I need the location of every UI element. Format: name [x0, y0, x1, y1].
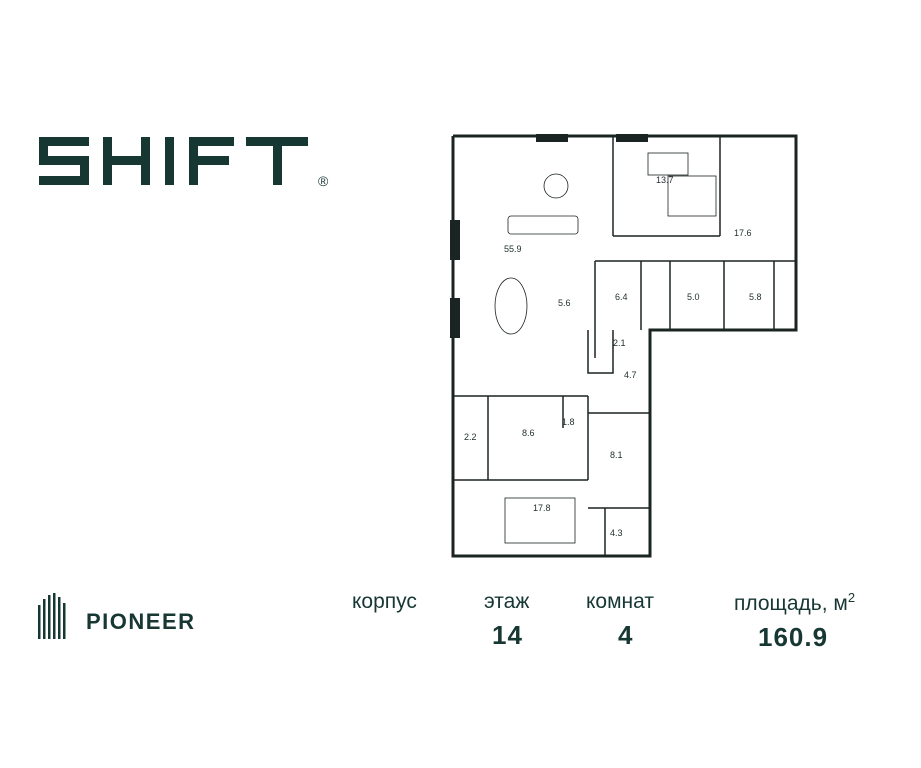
rooms-value: 4 [618, 620, 634, 650]
pioneer-logo-text: PIONEER [86, 609, 246, 634]
area-unit-sup: 2 [847, 590, 856, 605]
room-area-corridor: 4.7 [624, 370, 637, 380]
room-area-living: 55.9 [504, 244, 522, 254]
pioneer-logo-icon [37, 593, 67, 639]
shift-logo: ® [36, 134, 336, 190]
room-area-bedroom-2: 17.6 [734, 228, 752, 238]
building-label: корпус [352, 590, 417, 613]
room-area-closet-2: 1.8 [562, 417, 575, 427]
registered-mark: ® [318, 173, 329, 189]
info-building: корпус [352, 590, 417, 620]
info-rooms: комнат 4 [586, 590, 654, 651]
room-area-bath-1: 6.4 [615, 292, 628, 302]
room-area-study: 8.6 [522, 428, 535, 438]
info-floor: этаж 14 [484, 590, 529, 651]
area-label: площадь, м2 [734, 590, 856, 615]
room-area-bath-3: 8.1 [610, 450, 623, 460]
room-area-bath-2: 5.8 [749, 292, 762, 302]
room-area-hall: 5.6 [558, 298, 571, 308]
floor-plan: 55.9 13.7 17.6 5.6 6.4 5.0 5.8 2.1 4.7 1… [438, 128, 804, 568]
room-area-bedroom-1: 13.7 [656, 175, 674, 185]
room-area-wc: 2.1 [613, 338, 626, 348]
rooms-label: комнат [586, 590, 654, 613]
developer-name: PIONEER [86, 609, 196, 633]
room-area-closet-1: 5.0 [687, 292, 700, 302]
floor-label: этаж [484, 590, 530, 613]
room-area-closet-3: 4.3 [610, 528, 623, 538]
area-value: 160.9 [758, 622, 829, 652]
room-area-bedroom-3: 17.8 [533, 503, 551, 513]
floor-value: 14 [492, 620, 523, 650]
info-area: площадь, м2 160.9 [734, 590, 855, 653]
room-area-balcony: 2.2 [464, 432, 477, 442]
room-area-labels: 55.9 13.7 17.6 5.6 6.4 5.0 5.8 2.1 4.7 1… [464, 175, 762, 538]
